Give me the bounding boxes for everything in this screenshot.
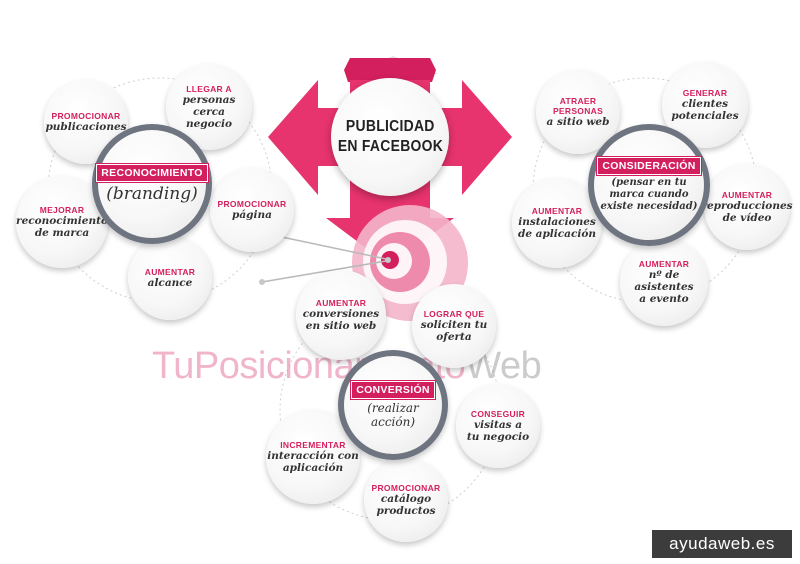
satellite-text: de marca (34, 227, 90, 239)
satellite-keyword: GENERAR (682, 88, 728, 98)
main-title-line-1: PUBLICIDAD (345, 118, 435, 135)
hub-label: CONVERSIÓN (350, 380, 436, 400)
pointer-dot (385, 257, 391, 263)
satellite-aumentar-alcance: AUMENTAR alcance (128, 236, 212, 320)
satellite-text: a sitio web (546, 116, 610, 128)
hub-subtitle: marca cuando (609, 189, 689, 200)
satellite-text: página (232, 209, 272, 221)
satellite-llegar-personas: LLEGAR A personas cerca negocio (166, 64, 252, 150)
hub-subtitle: (realizar acción) (367, 401, 419, 429)
satellite-text: reconocimiento (16, 215, 108, 227)
satellite-aumentar-reproducciones: AUMENTAR reproducciones de vídeo (701, 164, 793, 250)
hub-label: CONSIDERACIÓN (596, 156, 702, 176)
hub-label: RECONOCIMIENTO (95, 163, 209, 183)
satellite-text: conversiones (302, 308, 380, 320)
satellite-keyword: AUMENTAR (638, 259, 690, 269)
satellite-conseguir-visitas: CONSEGUIR visitas a tu negocio (456, 384, 540, 468)
satellite-text: de aplicación (517, 228, 597, 240)
satellite-text: clientes (681, 98, 729, 110)
satellite-promocionar-catalogo: PROMOCIONAR catálogo productos (364, 458, 448, 542)
satellite-keyword: CONSEGUIR (470, 409, 526, 419)
hub-subtitle: (branding) (106, 184, 198, 204)
credit-label: ayudaweb.es (652, 530, 792, 558)
satellite-text: tu negocio (466, 431, 530, 443)
hub-reconocimiento: RECONOCIMIENTO (branding) (92, 124, 212, 244)
satellite-text: visitas a (473, 419, 522, 431)
satellite-keyword: PROMOCIONAR (217, 199, 287, 209)
satellite-text: aplicación (282, 462, 344, 474)
satellite-keyword: AUMENTAR (721, 190, 773, 200)
satellite-keyword: PROMOCIONAR (51, 111, 121, 121)
satellite-text: potenciales (671, 110, 739, 122)
hub-subtitle: (pensar en tu (611, 177, 687, 188)
satellite-text: de vídeo (722, 212, 772, 224)
satellite-text: catálogo (380, 493, 432, 505)
satellite-keyword: AUMENTAR (531, 206, 583, 216)
satellite-text: interacción con (267, 450, 359, 462)
satellite-text: a evento (639, 293, 689, 305)
satellite-keyword: ATRAER (559, 96, 597, 106)
satellite-aumentar-instalaciones: AUMENTAR instalaciones de aplicación (512, 178, 602, 268)
main-title-line-2: EN FACEBOOK (337, 138, 443, 155)
satellite-keyword: LLEGAR A (186, 84, 232, 94)
satellite-text: personas cerca (182, 94, 236, 118)
satellite-keyword: PROMOCIONAR (371, 483, 441, 493)
main-title-circle: PUBLICIDAD EN FACEBOOK (331, 78, 449, 196)
satellite-keyword: MEJORAR (39, 205, 85, 215)
satellite-text: negocio (185, 118, 233, 130)
satellite-text: en sitio web (305, 320, 377, 332)
satellite-text: reproducciones (701, 200, 793, 212)
satellite-aumentar-asistentes: AUMENTAR nº de asistentes a evento (620, 238, 708, 326)
pointer-dot (259, 279, 265, 285)
satellite-text: publicaciones (45, 121, 127, 133)
satellite-promocionar-pagina: PROMOCIONAR página (210, 168, 294, 252)
satellite-aumentar-conversiones: AUMENTAR conversiones en sitio web (296, 270, 386, 360)
satellite-text: nº de asistentes (634, 269, 694, 293)
satellite-atraer-personas: ATRAER PERSONAS a sitio web (536, 70, 620, 154)
satellite-text: alcance (147, 277, 193, 289)
satellite-text: instalaciones (518, 216, 596, 228)
satellite-text: productos (376, 505, 436, 517)
satellite-keyword: AUMENTAR (315, 298, 367, 308)
satellite-keyword: PERSONAS (552, 106, 604, 116)
hub-subtitle: existe necesidad) (600, 201, 698, 212)
hub-consideracion: CONSIDERACIÓN (pensar en tu marca cuando… (588, 124, 710, 246)
satellite-text: oferta (436, 331, 472, 343)
satellite-text: soliciten tu (420, 319, 488, 331)
satellite-keyword: LOGRAR QUE (423, 309, 485, 319)
satellite-keyword: INCREMENTAR (280, 440, 346, 450)
satellite-lograr-soliciten: LOGRAR QUE soliciten tu oferta (412, 284, 496, 368)
satellite-keyword: AUMENTAR (144, 267, 196, 277)
hub-conversion: CONVERSIÓN (realizar acción) (338, 350, 448, 460)
